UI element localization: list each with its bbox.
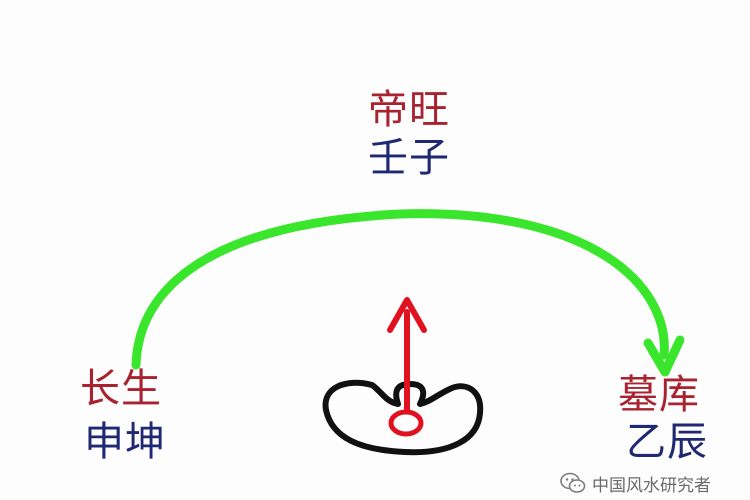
watermark: 中国风水研究者 (560, 470, 711, 496)
stage-label-diwang: 帝旺 (368, 87, 450, 133)
wechat-icon (560, 472, 586, 493)
stage-label-muku: 墓库 (618, 372, 700, 418)
watermark-text: 中国风水研究者 (592, 475, 711, 496)
water-flow-arc (131, 209, 669, 370)
site-point-oval (388, 409, 424, 437)
landform-outline (322, 379, 484, 456)
direction-label-renzi: 壬子 (368, 135, 450, 181)
direction-label-yichen: 乙辰 (626, 419, 708, 465)
direction-label-shenkun: 申坤 (84, 419, 166, 465)
stage-label-changsheng: 长生 (80, 366, 162, 412)
water-flow-arrowhead (643, 335, 685, 377)
facing-arrow-head (387, 297, 427, 333)
